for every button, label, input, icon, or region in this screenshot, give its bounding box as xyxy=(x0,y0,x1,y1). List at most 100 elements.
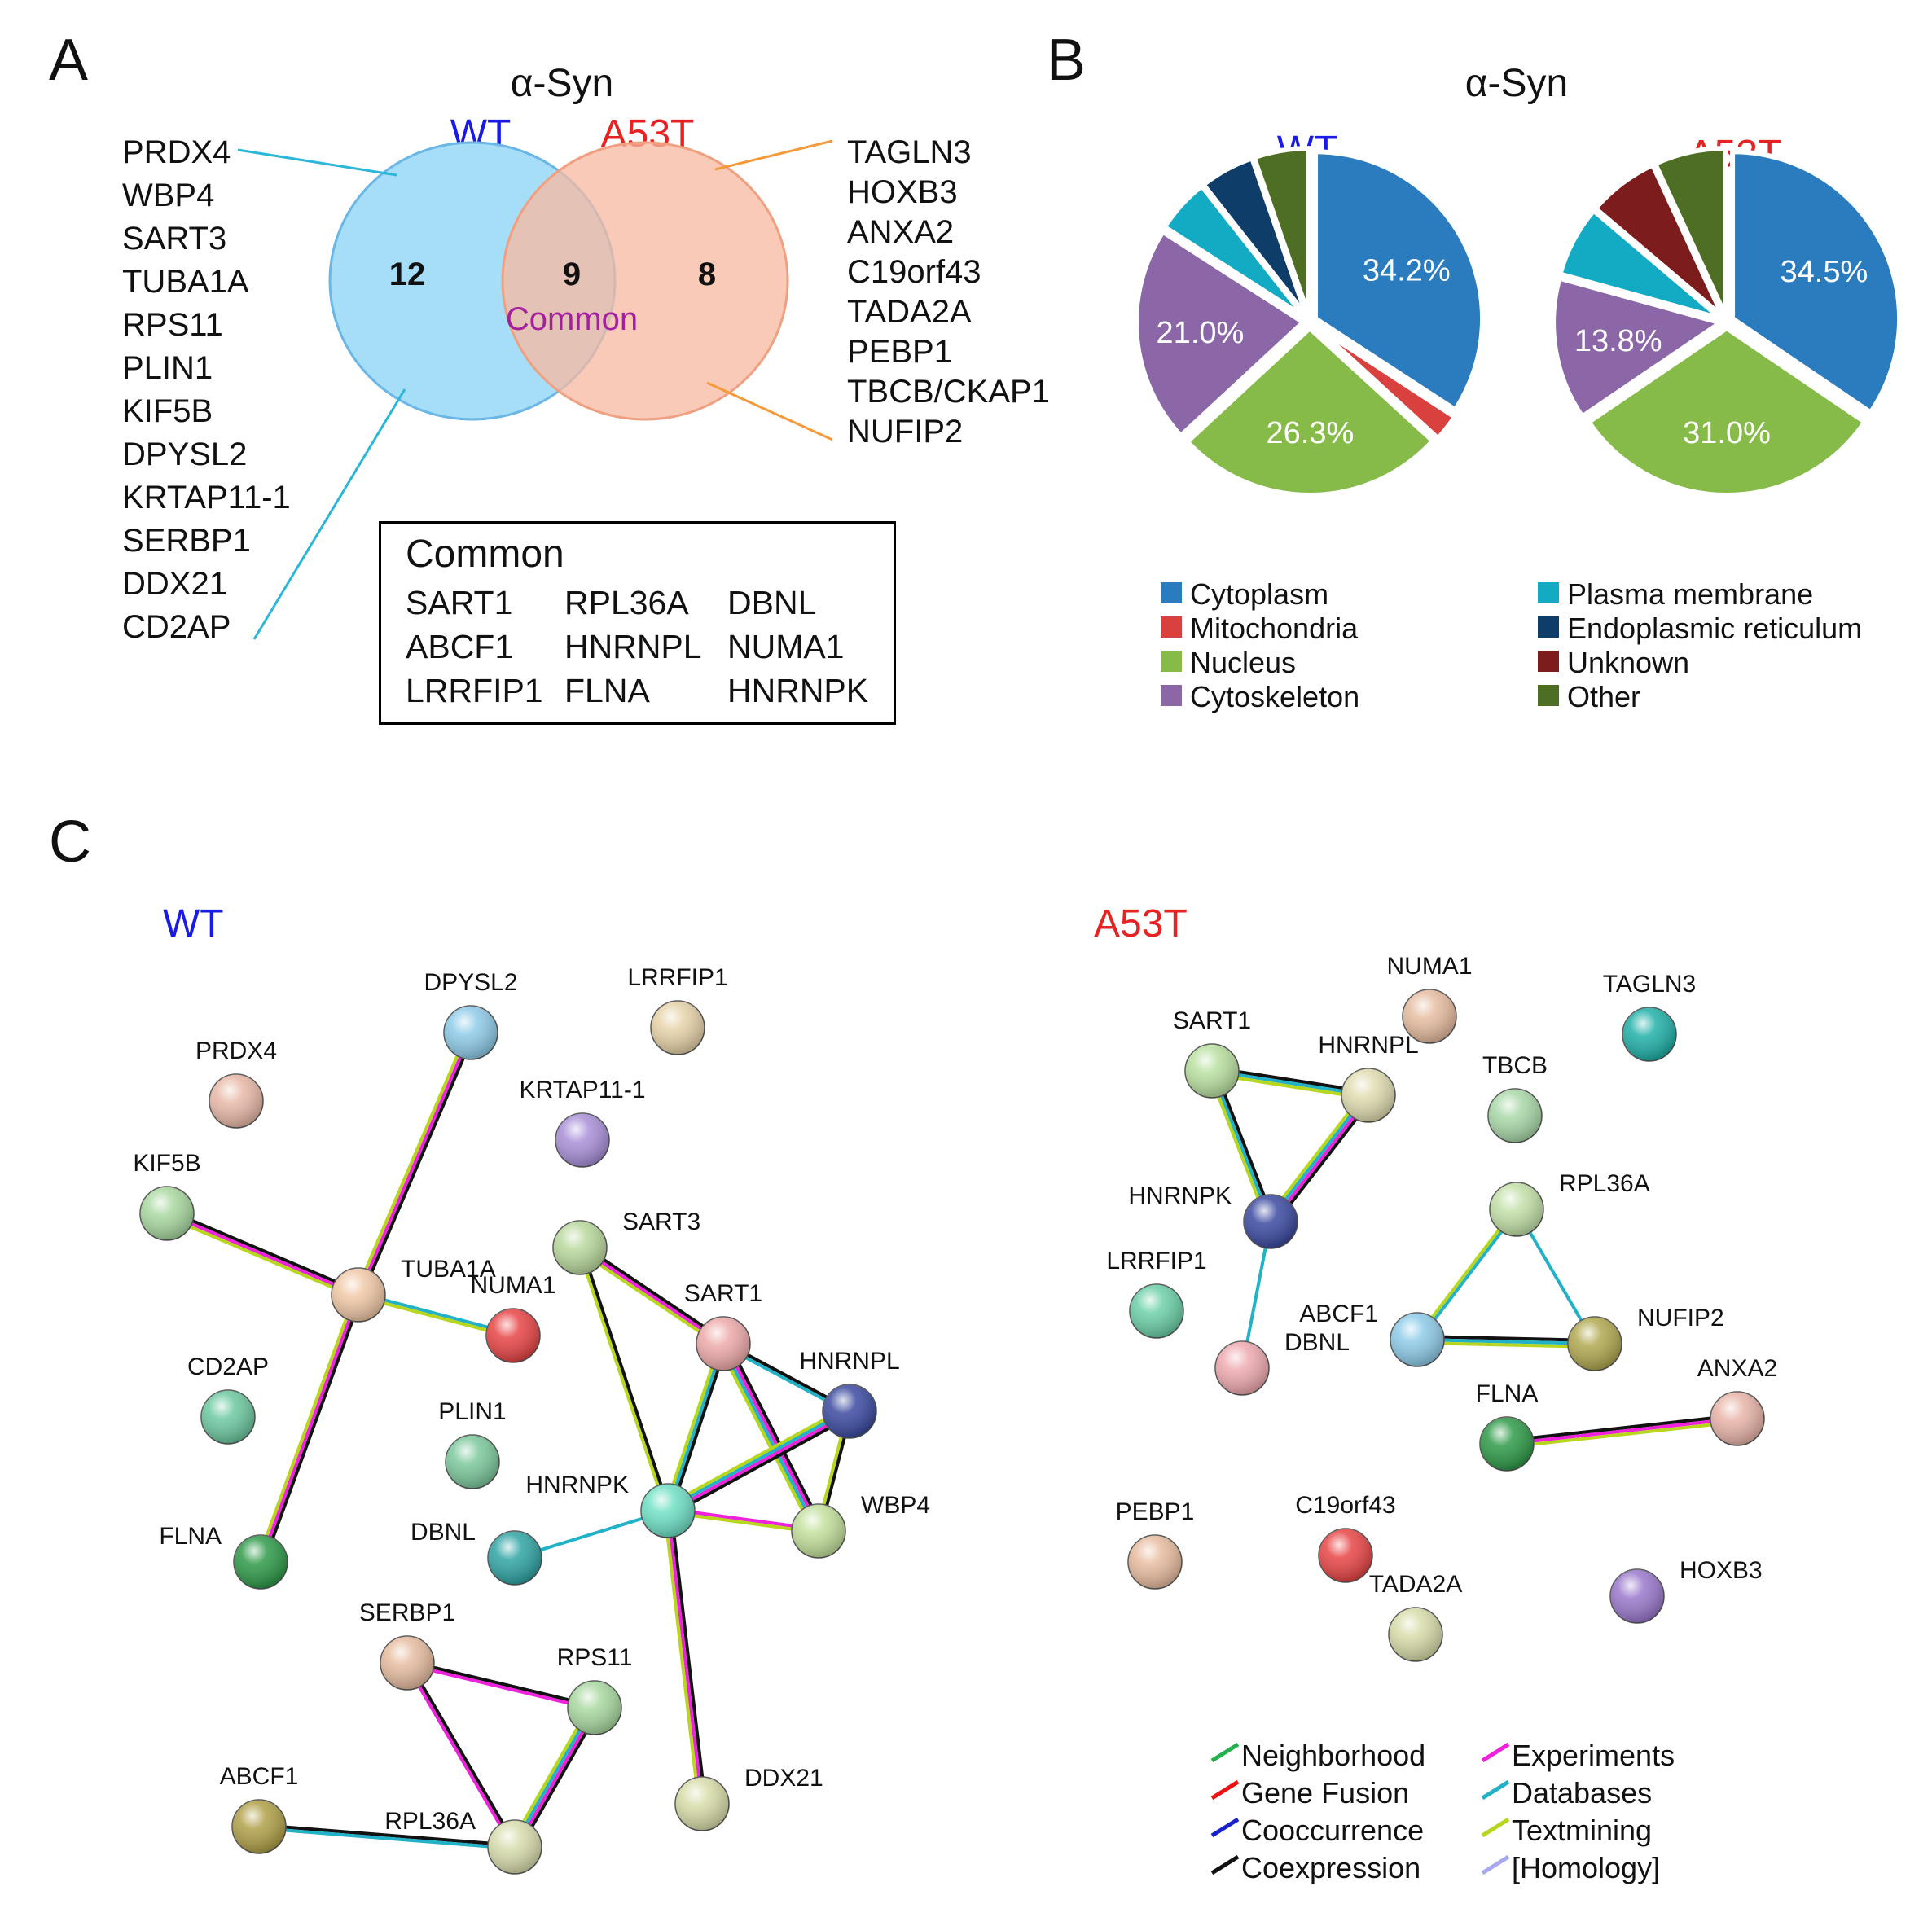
node-sart1[interactable]: SART1 xyxy=(1173,1007,1251,1099)
legend-label-unknown: Unknown xyxy=(1567,646,1689,679)
node-krtap11-1[interactable]: KRTAP11-1 xyxy=(519,1077,646,1168)
node-hnrnpk[interactable]: HNRNPK xyxy=(525,1472,696,1538)
a53t-gene-tbcb-ckap1: TBCB/CKAP1 xyxy=(847,374,1050,410)
node-gloss xyxy=(823,1384,876,1438)
edge-hnrnpk-ddx21-coexpression xyxy=(669,1510,707,1804)
a53t-gene-anxa2: ANXA2 xyxy=(847,214,954,250)
node-label: RPL36A xyxy=(1559,1170,1650,1197)
node-numa1[interactable]: NUMA1 xyxy=(470,1272,556,1363)
node-sart3[interactable]: SART3 xyxy=(552,1209,700,1275)
node-numa1[interactable]: NUMA1 xyxy=(1386,953,1473,1044)
wt-gene-plin1: PLIN1 xyxy=(122,350,213,386)
node-dbnl[interactable]: DBNL xyxy=(1214,1329,1350,1396)
node-hnrnpk[interactable]: HNRNPK xyxy=(1128,1182,1298,1249)
node-label: SART1 xyxy=(684,1280,762,1307)
pie-a53t-slice-other xyxy=(1652,146,1728,317)
node-flna[interactable]: FLNA xyxy=(1476,1380,1539,1472)
node-gloss xyxy=(201,1390,255,1444)
edge-flna-anxa2-experiments xyxy=(1506,1417,1738,1445)
edge-abcf1-rpl36a-databases xyxy=(258,1826,515,1850)
node-plin1[interactable]: PLIN1 xyxy=(438,1398,507,1489)
edge-abcf1-nufip2-textmining xyxy=(1416,1340,1595,1349)
node-prdx4[interactable]: PRDX4 xyxy=(195,1037,277,1129)
legend-swatch-cytoplasm xyxy=(1161,582,1182,603)
wt-gene-dpysl2: DPYSL2 xyxy=(122,436,247,472)
node-anxa2[interactable]: ANXA2 xyxy=(1697,1355,1777,1446)
edge-sart1-wbp4-experiments xyxy=(722,1342,822,1531)
node-rpl36a[interactable]: RPL36A xyxy=(1489,1170,1650,1237)
edge-tuba1a-flna-textmining xyxy=(256,1292,358,1562)
wt-gene-wbp4: WBP4 xyxy=(122,178,214,213)
node-label: LRRFIP1 xyxy=(627,964,727,991)
pie-a53t-slice-nucleus xyxy=(1585,325,1868,498)
node-dbnl[interactable]: DBNL xyxy=(411,1519,542,1586)
legend-label-coexpression: Coexpression xyxy=(1241,1851,1420,1884)
node-wbp4[interactable]: WBP4 xyxy=(791,1492,930,1559)
node-tada2a[interactable]: TADA2A xyxy=(1369,1571,1462,1662)
legend-label-cytoplasm: Cytoplasm xyxy=(1190,577,1328,611)
node-flna[interactable]: FLNA xyxy=(159,1523,288,1590)
legend-swatch-plasma-membrane xyxy=(1538,582,1559,603)
legend-swatch-other xyxy=(1538,685,1559,706)
node-lrrfip1[interactable]: LRRFIP1 xyxy=(627,964,728,1055)
legend-label-homology: [Homology] xyxy=(1512,1851,1660,1884)
node-label: SERBP1 xyxy=(359,1599,455,1626)
legend-label-plasma-membrane: Plasma membrane xyxy=(1567,577,1813,611)
node-tagln3[interactable]: TAGLN3 xyxy=(1603,971,1696,1062)
net-a53t-nodes: NUMA1 TAGLN3 SART1 HNRNPL TBCB HNRNPK RPL36A LR… xyxy=(1106,953,1777,1662)
node-ddx21[interactable]: DDX21 xyxy=(674,1765,823,1831)
node-label: HNRNPL xyxy=(1318,1032,1418,1059)
panel-b-title: α-Syn xyxy=(1465,62,1568,105)
a53t-gene-c19orf43: C19orf43 xyxy=(847,254,981,290)
node-gloss xyxy=(1622,1007,1676,1061)
node-pebp1[interactable]: PEBP1 xyxy=(1116,1498,1195,1590)
a53t-gene-nufip2: NUFIP2 xyxy=(847,414,963,450)
node-kif5b[interactable]: KIF5B xyxy=(133,1150,201,1241)
node-gloss xyxy=(1390,1313,1444,1366)
node-hnrnpl[interactable]: HNRNPL xyxy=(799,1348,900,1439)
legend-swatch-nucleus xyxy=(1161,651,1182,672)
node-tbcb[interactable]: TBCB xyxy=(1482,1052,1548,1143)
venn-a53t-count: 8 xyxy=(698,257,716,292)
edge-hnrnpk-ddx21-textmining xyxy=(663,1511,701,1805)
node-label: DDX21 xyxy=(744,1765,823,1792)
net-a53t-edges xyxy=(1207,1066,1738,1449)
node-c19orf43[interactable]: C19orf43 xyxy=(1295,1492,1396,1583)
edge-hnrnpl-hnrnpk-experiments xyxy=(667,1411,851,1514)
node-lrrfip1[interactable]: LRRFIP1 xyxy=(1106,1248,1207,1339)
node-abcf1[interactable]: ABCF1 xyxy=(220,1763,299,1854)
legend-swatch-unknown xyxy=(1538,651,1559,672)
wt-connector-bottom xyxy=(252,388,406,640)
node-gloss xyxy=(568,1681,621,1735)
pie-a53t-slice-unknown xyxy=(1592,161,1725,318)
node-gloss xyxy=(1389,1608,1442,1661)
node-tuba1a[interactable]: TUBA1A xyxy=(331,1256,496,1323)
node-label: C19orf43 xyxy=(1295,1492,1395,1519)
node-hoxb3[interactable]: HOXB3 xyxy=(1609,1557,1763,1624)
node-serbp1[interactable]: SERBP1 xyxy=(359,1599,455,1691)
node-rpl36a[interactable]: RPL36A xyxy=(384,1808,542,1875)
venn-common-count: 9 xyxy=(563,257,581,292)
legend-swatch-cytoskeleton xyxy=(1161,685,1182,706)
node-nufip2[interactable]: NUFIP2 xyxy=(1567,1305,1724,1371)
node-label: DPYSL2 xyxy=(424,969,517,996)
node-abcf1[interactable]: ABCF1 xyxy=(1299,1301,1445,1367)
legend-line-databases xyxy=(1481,1779,1510,1801)
node-sart1[interactable]: SART1 xyxy=(684,1280,762,1371)
pie-wt-slice-cytoplasm xyxy=(1313,149,1486,414)
node-cd2ap[interactable]: CD2AP xyxy=(187,1353,269,1445)
node-gloss xyxy=(1710,1392,1764,1445)
node-rps11[interactable]: RPS11 xyxy=(557,1644,633,1735)
node-hnrnpl[interactable]: HNRNPL xyxy=(1318,1032,1419,1123)
node-dpysl2[interactable]: DPYSL2 xyxy=(424,969,518,1060)
edge-sart1-wbp4-databases xyxy=(720,1344,819,1533)
node-gloss xyxy=(1244,1195,1298,1248)
node-label: WBP4 xyxy=(861,1492,930,1519)
venn-a53t-circle xyxy=(501,141,789,421)
pie-a53t-label-nucleus: 31.0% xyxy=(1683,416,1771,450)
edge-kif5b-tuba1a-coexpression xyxy=(167,1209,361,1294)
edge-serbp1-rpl36a-coexpression xyxy=(406,1660,518,1847)
panel-c-letter: C xyxy=(49,809,91,875)
